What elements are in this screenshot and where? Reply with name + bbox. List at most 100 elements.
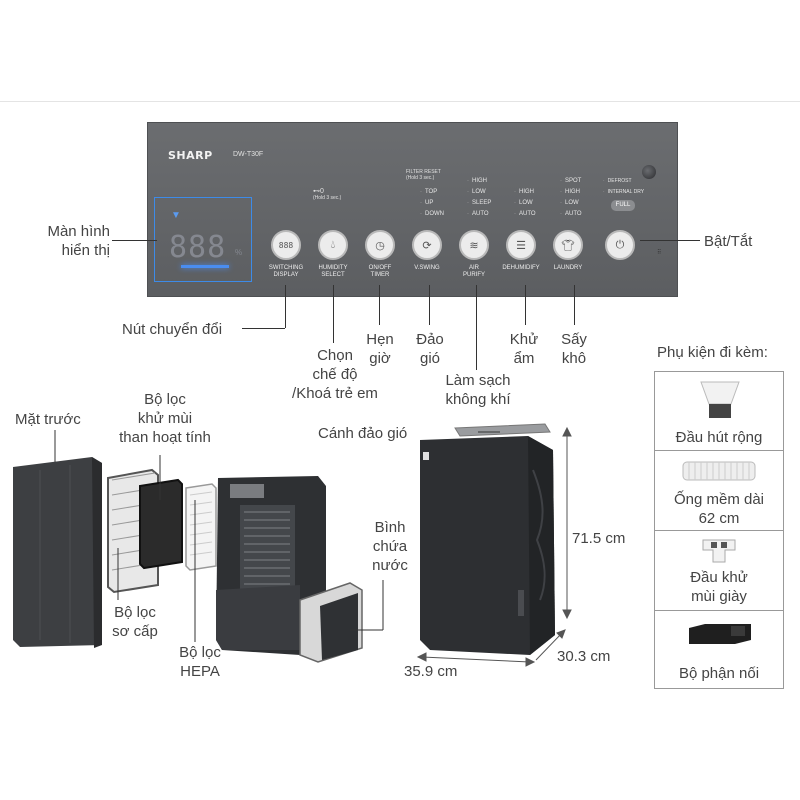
top-divider	[0, 101, 800, 102]
purify-option: SLEEP	[467, 198, 491, 209]
dehumidify-options: HIGH LOW AUTO	[514, 187, 536, 220]
laundry-button[interactable]: 👕︎	[553, 230, 583, 260]
purify-option: HIGH	[467, 176, 491, 187]
switching-display-button[interactable]: 888	[271, 230, 301, 260]
child-lock-hold: (Hold 3 sec.)	[313, 195, 342, 201]
filter-reset-label: FILTER RESET	[406, 169, 441, 175]
clock-icon: ◷	[375, 239, 385, 252]
air-purify-button[interactable]: ≋	[459, 230, 489, 260]
label-front: Mặt trước	[15, 411, 81, 428]
unit-interior-drawing	[216, 476, 326, 655]
part-pointer-lines	[54, 430, 500, 642]
line-mode	[333, 285, 334, 343]
display-digits: 888	[169, 230, 227, 265]
laundry-options: SPOT HIGH LOW AUTO	[560, 176, 582, 220]
control-panel: SHARP DW-T30F ▼ 888 % ⊷0 (Hold 3 sec.) F…	[147, 122, 678, 297]
v-swing-label: V.SWING	[414, 265, 440, 271]
shirt-icon: 👕︎	[561, 239, 575, 252]
swing-icon: ⟳	[422, 239, 432, 252]
water-tank-drawing	[299, 582, 363, 663]
dimension-lines	[416, 426, 572, 667]
display-glow	[181, 265, 229, 268]
label-power: Bật/Tắt	[704, 233, 753, 250]
full-indicator: FULL	[611, 200, 635, 211]
swing-options: TOP UP DOWN	[420, 187, 444, 220]
carbon-filter-drawing	[139, 478, 183, 570]
line-power	[640, 240, 700, 241]
dehumidify-option: AUTO	[514, 209, 536, 220]
line-swing	[429, 285, 430, 325]
humidity-select-button[interactable]: 💧︎	[318, 230, 348, 260]
display-unit: %	[235, 248, 243, 257]
power-option: DEFROST	[603, 176, 644, 187]
line-display	[112, 240, 157, 241]
flexible-hose-icon	[682, 461, 756, 481]
connector-icon	[689, 624, 751, 644]
purify-option: AUTO	[467, 209, 491, 220]
accessory-divider	[655, 530, 783, 531]
laundry-option: AUTO	[560, 209, 582, 220]
dehumidify-option: LOW	[514, 198, 536, 209]
accessory-name: Bộ phận nối	[678, 665, 760, 682]
front-panel-drawing	[13, 457, 102, 648]
model-number: DW-T30F	[233, 151, 264, 158]
dots-icon: ⠿	[657, 250, 662, 256]
power-option: INTERNAL DRY	[603, 187, 644, 198]
dehumidify-button[interactable]: ☰	[506, 230, 536, 260]
label-height: 71.5 cm	[572, 530, 626, 547]
wide-nozzle-icon	[700, 381, 740, 418]
label-width: 35.9 cm	[404, 663, 458, 680]
water-drop-icon: 💧︎	[330, 238, 336, 251]
filter-reset-hold: (Hold 3 sec.)	[406, 175, 435, 181]
line-switch-v	[285, 285, 286, 328]
swing-option: TOP	[420, 187, 444, 198]
swing-option: UP	[420, 198, 444, 209]
v-swing-button[interactable]: ⟳	[412, 230, 442, 260]
light-sensor	[642, 165, 656, 179]
line-timer	[379, 285, 380, 325]
purify-options: HIGH LOW SLEEP AUTO	[467, 176, 491, 220]
digits-icon: 888	[278, 240, 294, 250]
air-wave-icon: ≋	[469, 239, 479, 252]
purify-option: LOW	[467, 187, 491, 198]
accessory-divider	[655, 450, 783, 451]
laundry-label: LAUNDRY	[553, 265, 583, 271]
hepa-filter-drawing	[185, 483, 217, 571]
menu-lines-icon: ☰	[516, 239, 526, 252]
wifi-triangle-icon: ▼	[171, 210, 181, 221]
dehumidify-option: HIGH	[514, 187, 536, 198]
label-louver: Cánh đảo gió	[318, 425, 408, 442]
accessory-divider	[655, 610, 783, 611]
brand-logo: SHARP	[168, 149, 213, 162]
accessory-name: Đầu hút rộng	[675, 429, 763, 446]
child-lock-icon: ⊷0	[313, 188, 324, 195]
power-button[interactable]: ⏻	[605, 230, 635, 260]
power-options: DEFROST INTERNAL DRY	[603, 176, 644, 198]
assembled-unit-drawing	[420, 423, 555, 655]
swing-option: DOWN	[420, 209, 444, 220]
shoe-deodorizer-icon	[702, 539, 736, 563]
laundry-option: HIGH	[560, 187, 582, 198]
timer-button[interactable]: ◷	[365, 230, 395, 260]
label-depth: 30.3 cm	[557, 648, 611, 665]
display-screen: ▼ 888 %	[154, 197, 252, 282]
